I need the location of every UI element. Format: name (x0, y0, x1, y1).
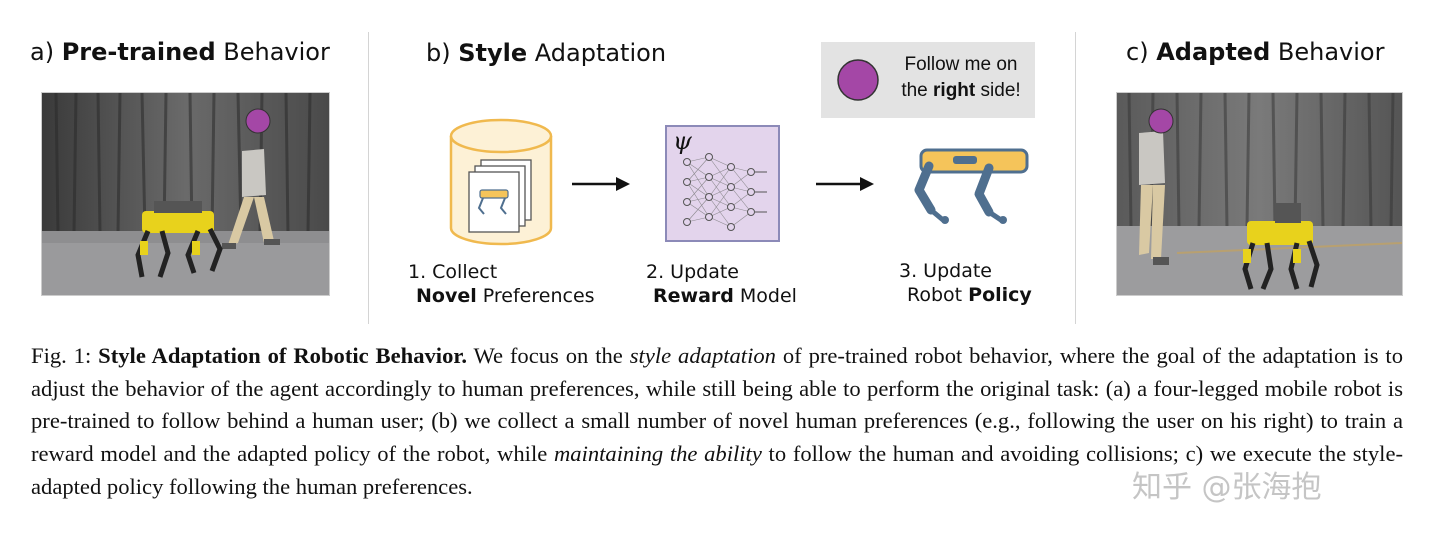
reward-model-symbol: ψ (673, 127, 692, 155)
speech-bubble: Follow me on the right side! (821, 42, 1035, 118)
divider-right (1075, 32, 1076, 324)
figure-caption: Fig. 1: Style Adaptation of Robotic Beha… (31, 343, 1404, 499)
photo-adapted-behavior (1116, 92, 1403, 296)
panel-a-title: a) Pre-trained Behavior (30, 38, 330, 66)
robot-dog-icon (914, 148, 1029, 224)
step-1-label: 1. Collect Novel Preferences (408, 261, 595, 307)
arrow-right-icon (572, 177, 630, 191)
neural-network-icon (683, 153, 767, 231)
watermark: 知乎 @张海抱 (1132, 470, 1322, 505)
speech-text: Follow me on the right side! (901, 54, 1021, 101)
panel-c-title: c) Adapted Behavior (1126, 38, 1385, 66)
photo-pretrained-behavior (41, 92, 330, 296)
arrow-right-icon (816, 177, 874, 191)
panel-b-title: b) Style Adaptation (426, 39, 667, 67)
step-3-label: 3. Update Robot Policy (899, 260, 1032, 306)
divider-left (368, 32, 369, 324)
database-icon (449, 118, 553, 246)
neural-network-box: ψ (665, 125, 780, 242)
step-2-label: 2. Update Reward Model (646, 261, 797, 307)
person-head-icon (837, 59, 879, 101)
